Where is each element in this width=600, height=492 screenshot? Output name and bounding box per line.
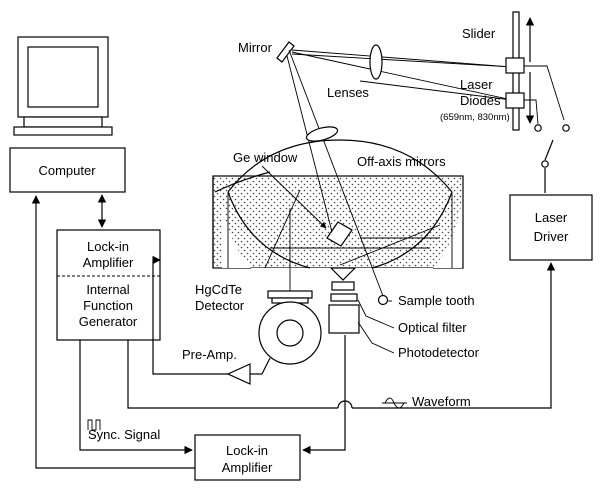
sync-signal-label: Sync. Signal [88, 427, 160, 442]
laser-diodes-label-2: Diodes [460, 93, 501, 108]
laser-driver-box: Laser Driver [509, 194, 593, 261]
laser-diode-lower [505, 92, 525, 109]
computer-monitor-icon [13, 36, 113, 136]
waveform-label: Waveform [412, 394, 471, 409]
lockin-top-label-2: Amplifier [83, 255, 134, 270]
laser-diodes-label-1: Laser [460, 77, 493, 92]
computer-box: Computer [9, 147, 126, 193]
lockin-amplifier-bottom-box: Lock-in Amplifier [194, 434, 301, 481]
slider-rail [505, 11, 535, 131]
pre-amp-label: Pre-Amp. [182, 347, 237, 362]
ge-window-label: Ge window [233, 150, 298, 165]
laser-diode-upper [505, 57, 525, 74]
laser-driver-label-2: Driver [534, 229, 569, 244]
lockin-top-label-1: Lock-in [87, 239, 129, 254]
sample-tooth-label: Sample tooth [398, 293, 475, 308]
lens-upper-icon [369, 44, 383, 80]
mirror-label: Mirror [238, 40, 273, 55]
hgcdte-label-2: Detector [195, 298, 245, 313]
slider-label: Slider [462, 26, 496, 41]
lockin-bottom-label-1: Lock-in [226, 443, 268, 458]
pre-amp-icon [226, 363, 251, 385]
optical-filter-label: Optical filter [398, 320, 467, 335]
sample-tooth-icon [377, 294, 389, 306]
photodetector-block [328, 304, 360, 334]
lenses-label: Lenses [327, 85, 369, 100]
hgcdte-detector-icon [258, 290, 322, 365]
hgcdte-label-1: HgCdTe [195, 282, 242, 297]
laser-driver-label-1: Laser [535, 210, 568, 225]
mirror-icon [276, 41, 295, 63]
optical-filter-plate [330, 293, 358, 302]
off-axis-mirrors-label: Off-axis mirrors [357, 154, 446, 169]
ifg-label-1: Internal [86, 282, 129, 297]
lockin-bottom-label-2: Amplifier [222, 460, 273, 475]
laser-diodes-wavelength-label: (659nm, 830nm) [440, 112, 510, 123]
ifg-label-2: Function [83, 298, 133, 313]
ifg-label-3: Generator [79, 314, 138, 329]
optical-housing [212, 139, 464, 310]
lens-lower-icon [305, 126, 339, 142]
computer-label: Computer [38, 163, 96, 178]
lockin-amplifier-ifg-box: Lock-in Amplifier Internal Function Gene… [56, 229, 161, 341]
ge-window-plate [326, 221, 353, 247]
photodetector-label: Photodetector [398, 345, 480, 360]
